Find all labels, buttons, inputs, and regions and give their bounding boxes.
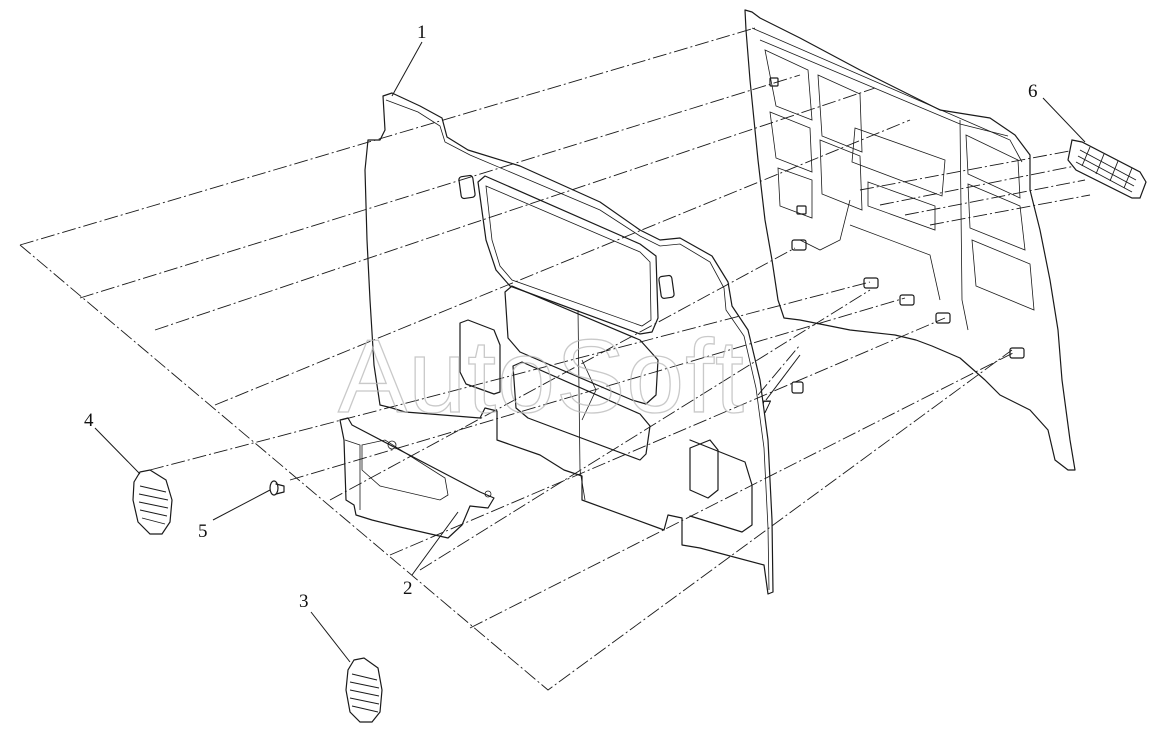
callout-7: 7 [762,397,772,418]
vent-grille-left [132,469,173,535]
callouts: 1 2 3 4 5 6 7 [84,22,1038,612]
leader-lines [94,41,1086,663]
callout-1: 1 [417,22,427,43]
rear-trim-panel [364,92,774,595]
watermark: AutoSoft [338,319,745,435]
vent-grille-upper [1067,139,1147,199]
callout-6: 6 [1028,81,1038,102]
vent-grille-bottom [345,657,383,723]
lower-insulation-pad [339,417,495,539]
assembly-lines [19,27,1091,691]
callout-5: 5 [198,521,208,542]
callout-3: 3 [299,591,309,612]
callout-2: 2 [403,578,413,599]
push-rivet [269,480,285,496]
callout-4: 4 [84,410,94,431]
cab-back-wall [744,9,1076,471]
